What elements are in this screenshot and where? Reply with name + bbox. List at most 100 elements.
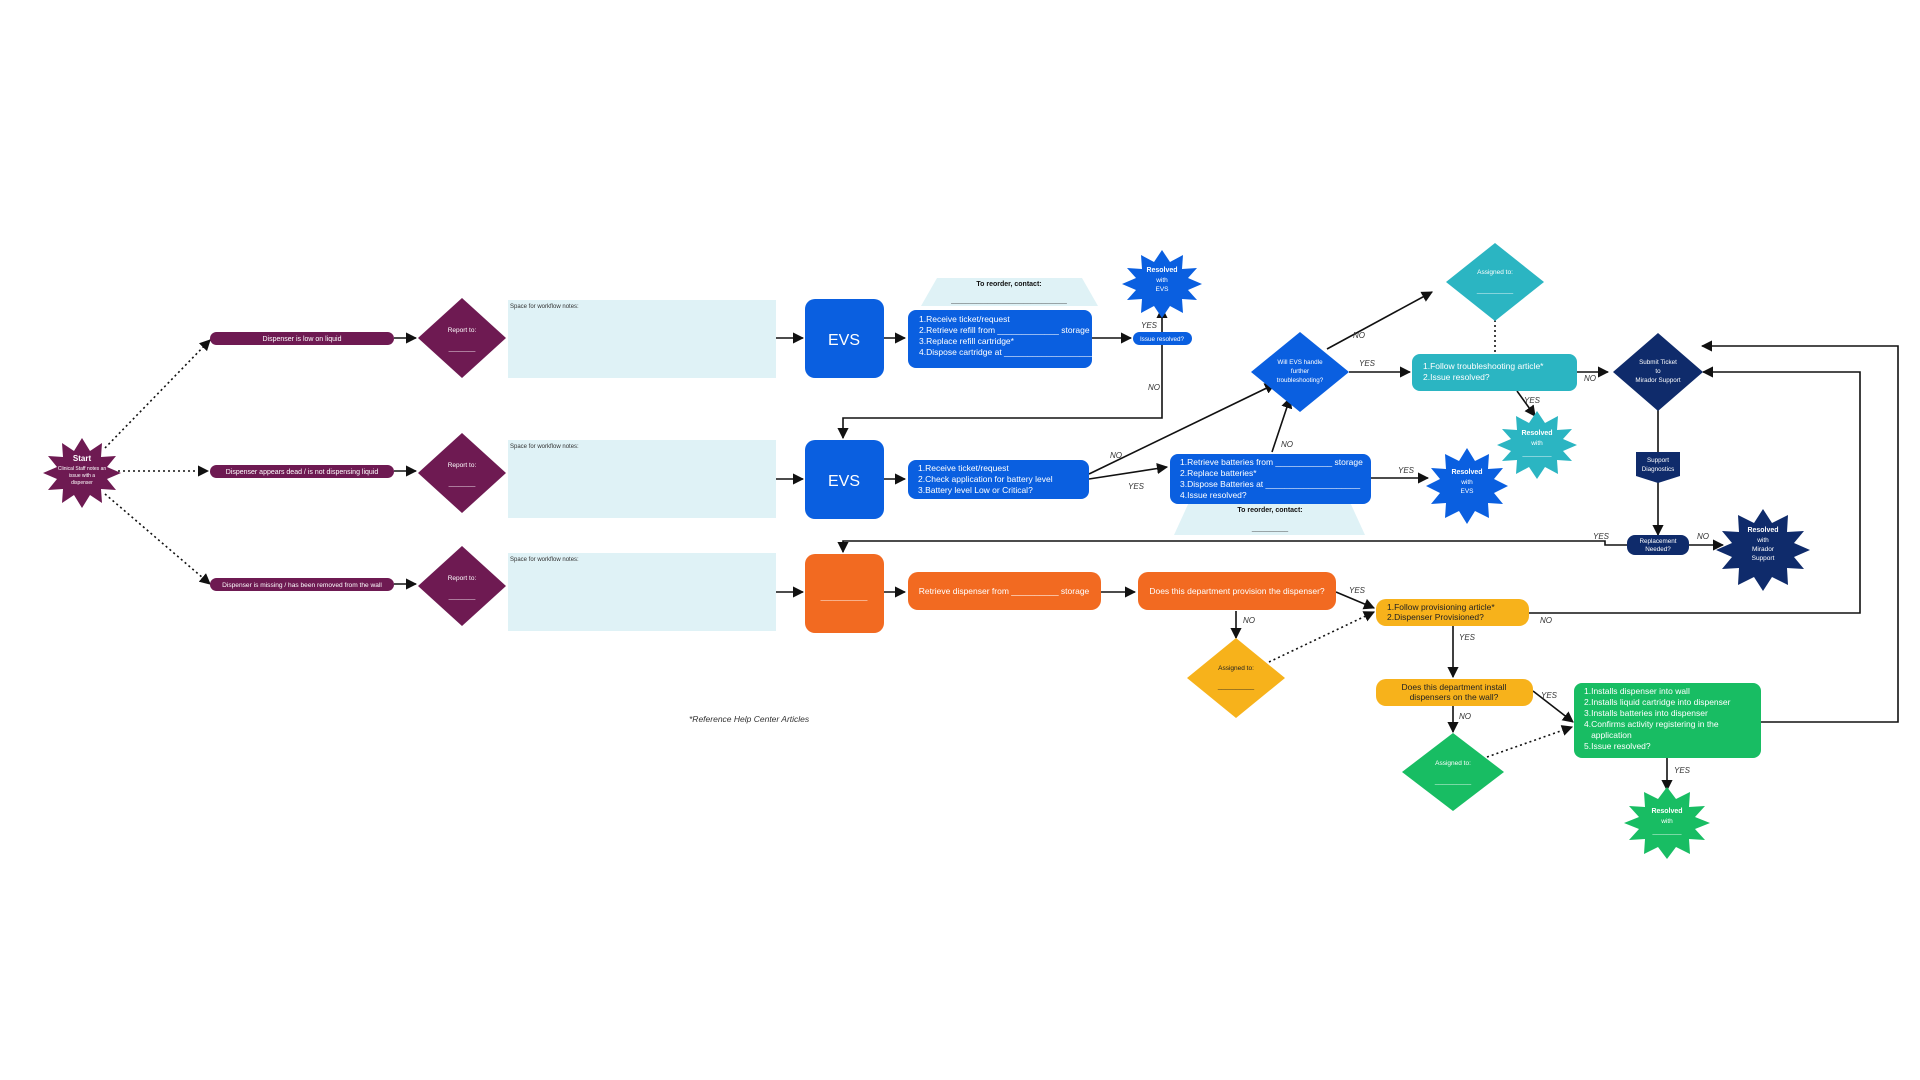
label-yes-issue: YES bbox=[1141, 321, 1158, 330]
submit-ticket-line-2: to bbox=[1655, 368, 1661, 375]
submit-ticket-diamond: Submit Ticket to Mirador Support bbox=[1613, 333, 1703, 411]
install-step-1: 1.Installs dispenser into wall bbox=[1584, 686, 1690, 696]
resolved-with-green: Resolved with ________ bbox=[1624, 787, 1710, 859]
reorder-bottom-title: To reorder, contact: bbox=[1237, 507, 1302, 514]
footnote: *Reference Help Center Articles bbox=[689, 714, 810, 724]
assigned-teal-diamond: Assigned to: __________ bbox=[1446, 243, 1544, 321]
resolved-evs-top-title: Resolved bbox=[1146, 267, 1177, 274]
label-yes-provisioning: YES bbox=[1459, 633, 1476, 642]
resolved-green-line-1: with bbox=[1660, 818, 1673, 825]
reorder-top-title: To reorder, contact: bbox=[976, 281, 1041, 288]
resolved-evs-mid-title: Resolved bbox=[1451, 469, 1482, 476]
reorder-panel-top: To reorder, contact: ___________________… bbox=[921, 278, 1098, 306]
trigger-missing: Dispenser is missing / has been removed … bbox=[210, 578, 394, 591]
install-question-line-2: dispensers on the wall? bbox=[1410, 692, 1499, 702]
notes-box-3[interactable]: Space for workflow notes: bbox=[508, 553, 776, 631]
retrieve-dispenser-box: Retrieve dispenser from __________ stora… bbox=[908, 572, 1101, 610]
battery-check-1: 1.Receive ticket/request bbox=[918, 463, 1009, 473]
will-evs-diamond: Will EVS handle further troubleshooting? bbox=[1251, 332, 1349, 412]
submit-ticket-line-1: Submit Ticket bbox=[1639, 359, 1677, 366]
battery-step-1: 1.Retrieve batteries from ____________ s… bbox=[1180, 457, 1363, 467]
retrieve-dispenser-label: Retrieve dispenser from __________ stora… bbox=[919, 586, 1090, 596]
resolved-mirador-line-2: Mirador bbox=[1752, 546, 1775, 553]
issue-resolved-label: Issue resolved? bbox=[1140, 336, 1185, 343]
resolved-mirador-title: Resolved bbox=[1747, 527, 1778, 534]
assigned-teal-label: Assigned to: bbox=[1477, 269, 1513, 276]
report-diamond-1: Report to: ________ bbox=[418, 298, 506, 378]
connector-install-yes bbox=[1532, 690, 1574, 723]
trigger-dead: Dispenser appears dead / is not dispensi… bbox=[210, 465, 394, 478]
label-yes-install: YES bbox=[1541, 691, 1558, 700]
report-2-blank: ________ bbox=[448, 481, 476, 487]
assigned-yellow-label: Assigned to: bbox=[1218, 665, 1254, 672]
evs-2-label: EVS bbox=[828, 473, 860, 490]
label-no-provisioning: NO bbox=[1540, 616, 1552, 625]
label-no-troubleshoot: NO bbox=[1584, 374, 1596, 383]
assigned-teal-blank: __________ bbox=[1476, 287, 1514, 294]
report-3-blank: ________ bbox=[448, 594, 476, 600]
replacement-line-2: Needed? bbox=[1645, 546, 1671, 553]
trigger-low: Dispenser is low on liquid bbox=[210, 332, 394, 345]
start-line-3: dispenser bbox=[71, 480, 93, 486]
resolved-teal-line-1: with bbox=[1530, 440, 1543, 447]
connector-willevs-no-assigned bbox=[1326, 291, 1433, 350]
connector-assigned-yellow-provisioning bbox=[1268, 611, 1376, 663]
evs-box-1: EVS bbox=[805, 299, 884, 378]
reorder-bottom-blank: __________ bbox=[1251, 525, 1289, 532]
connectors bbox=[104, 291, 1899, 792]
replacement-needed-pill: Replacement Needed? bbox=[1627, 535, 1689, 555]
start-node: Start Clinical Staff notes an issue with… bbox=[43, 438, 121, 508]
refill-step-1: 1.Receive ticket/request bbox=[919, 314, 1010, 324]
label-no-install: NO bbox=[1459, 712, 1471, 721]
provisioning-box: 1.Follow provisioning article* 2.Dispens… bbox=[1376, 599, 1529, 626]
support-diag-line-1: Support bbox=[1647, 457, 1669, 464]
start-line-2: issue with a bbox=[69, 473, 95, 479]
notes-box-2[interactable]: Space for workflow notes: bbox=[508, 440, 776, 518]
resolved-green-line-2: ________ bbox=[1652, 828, 1682, 835]
resolved-mirador-line-3: Support bbox=[1752, 555, 1775, 562]
reorder-panel-bottom: To reorder, contact: __________ bbox=[1174, 500, 1365, 535]
trigger-low-label: Dispenser is low on liquid bbox=[263, 336, 342, 343]
label-yes-batt: YES bbox=[1398, 466, 1415, 475]
connector-provisioning-no-submit bbox=[1529, 366, 1861, 614]
connector-check-no-willevs bbox=[1088, 383, 1277, 475]
battery-step-4: 4.Issue resolved? bbox=[1180, 490, 1247, 500]
provisioning-line-1: 1.Follow provisioning article* bbox=[1387, 602, 1495, 612]
resolved-mirador-line-1: with bbox=[1756, 537, 1769, 544]
replacement-line-1: Replacement bbox=[1639, 538, 1676, 545]
battery-steps-box: 1.Retrieve batteries from ____________ s… bbox=[1170, 454, 1371, 504]
report-1-blank: ________ bbox=[448, 346, 476, 352]
resolved-mirador: Resolved with Mirador Support bbox=[1716, 509, 1810, 591]
evs-1-label: EVS bbox=[828, 332, 860, 349]
label-no-provision: NO bbox=[1243, 616, 1255, 625]
notes-3-label: Space for workflow notes: bbox=[510, 557, 579, 563]
notes-box-1[interactable]: Space for workflow notes: bbox=[508, 300, 776, 378]
connector-provision-yes bbox=[1335, 591, 1376, 610]
label-no-check: NO bbox=[1110, 451, 1122, 460]
troubleshoot-line-1: 1.Follow troubleshooting article* bbox=[1423, 361, 1544, 371]
resolved-evs-top-line-1: with bbox=[1155, 277, 1168, 284]
assigned-green-diamond: Assigned to: __________ bbox=[1402, 733, 1504, 811]
label-yes-provision: YES bbox=[1349, 586, 1366, 595]
refill-step-3: 3.Replace refill cartridge* bbox=[919, 336, 1015, 346]
will-evs-line-2: further bbox=[1291, 368, 1309, 375]
will-evs-line-3: troubleshooting? bbox=[1277, 377, 1324, 384]
refill-steps-box: 1.Receive ticket/request 2.Retrieve refi… bbox=[908, 310, 1099, 368]
will-evs-line-1: Will EVS handle bbox=[1277, 359, 1323, 366]
install-question-box: Does this department install dispensers … bbox=[1376, 679, 1533, 706]
report-2-label: Report to: bbox=[448, 462, 477, 469]
start-line-1: Clinical Staff notes an bbox=[58, 466, 106, 472]
install-question-line-1: Does this department install bbox=[1402, 682, 1507, 692]
report-3-label: Report to: bbox=[448, 575, 477, 582]
assigned-green-blank: __________ bbox=[1434, 778, 1472, 785]
install-steps-box: 1.Installs dispenser into wall 2.Install… bbox=[1574, 683, 1761, 758]
label-yes-willevs: YES bbox=[1359, 359, 1376, 368]
support-diagnostics-badge: Support Diagnostics bbox=[1636, 452, 1680, 483]
resolved-teal-line-2: ________ bbox=[1522, 450, 1552, 457]
resolved-evs-top-line-2: EVS bbox=[1155, 286, 1169, 293]
report-1-label: Report to: bbox=[448, 327, 477, 334]
battery-check-2: 2.Check application for battery level bbox=[918, 474, 1053, 484]
connector-assigned-green-install bbox=[1486, 725, 1574, 758]
report-diamond-2: Report to: ________ bbox=[418, 433, 506, 513]
